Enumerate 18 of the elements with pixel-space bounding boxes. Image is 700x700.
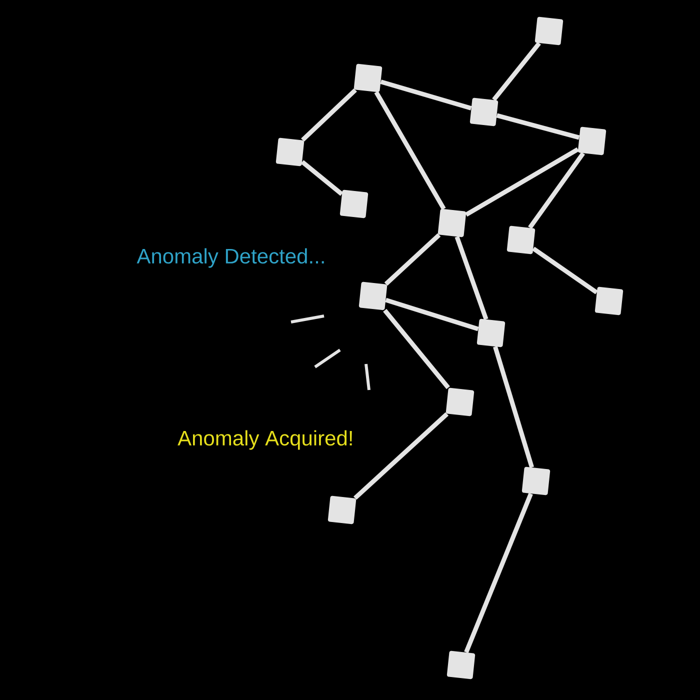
connector-line (385, 298, 479, 332)
connector-line (493, 346, 534, 468)
connector-line (528, 152, 585, 229)
connector-line (380, 80, 472, 110)
connector-line (492, 42, 541, 102)
connector-line (496, 113, 580, 140)
connector-line (465, 147, 579, 217)
connector-line (301, 88, 357, 142)
status-text: Anomaly Acquired! (178, 430, 352, 450)
connector-line (454, 236, 488, 320)
connector-line (464, 492, 533, 654)
connector-line (300, 160, 344, 196)
connector-line (384, 233, 441, 286)
connector-line (532, 246, 598, 294)
connector-line (374, 91, 446, 210)
connector-line (383, 308, 450, 390)
connector-line (353, 412, 449, 500)
status-text: Anomaly Detected... (136, 248, 324, 268)
